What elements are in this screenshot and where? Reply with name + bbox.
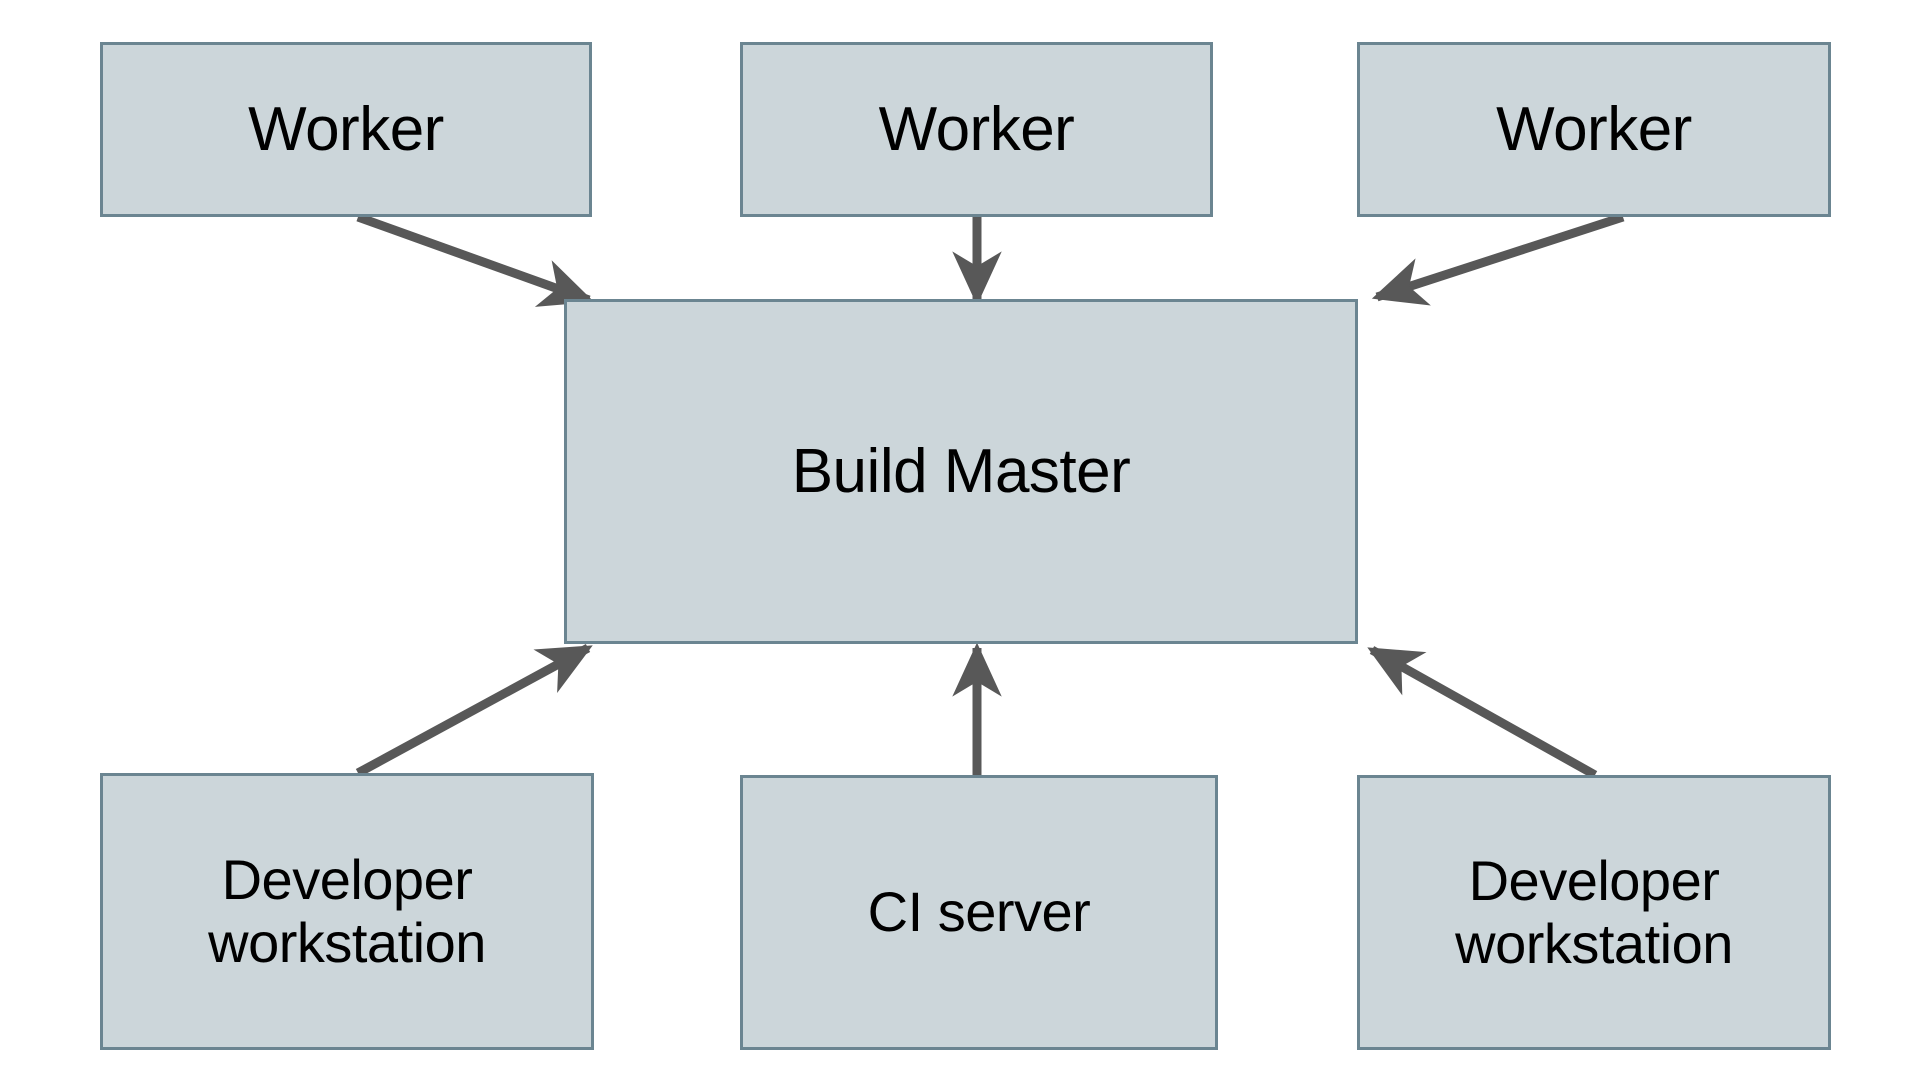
node-label: Developer workstation [1455,848,1733,975]
edge-worker-left-to-master [356,212,595,307]
node-label: CI server [867,880,1091,944]
node-label: Worker [248,94,444,164]
edge-dev-right-to-master [1367,646,1598,779]
node-label: Worker [878,94,1075,164]
node-label: Worker [1496,94,1692,164]
node-worker-center[interactable]: Worker [740,42,1213,217]
node-label: Build Master [791,436,1131,506]
node-build-master[interactable]: Build Master [564,299,1358,644]
node-developer-workstation-left[interactable]: Developer workstation [100,773,594,1050]
edge-worker-right-to-master [1371,212,1625,306]
node-worker-right[interactable]: Worker [1357,42,1831,217]
node-worker-left[interactable]: Worker [100,42,592,217]
node-developer-workstation-right[interactable]: Developer workstation [1357,775,1831,1050]
node-ci-server[interactable]: CI server [740,775,1218,1050]
edge-dev-left-to-master [355,644,593,777]
node-label: Developer workstation [208,847,486,974]
